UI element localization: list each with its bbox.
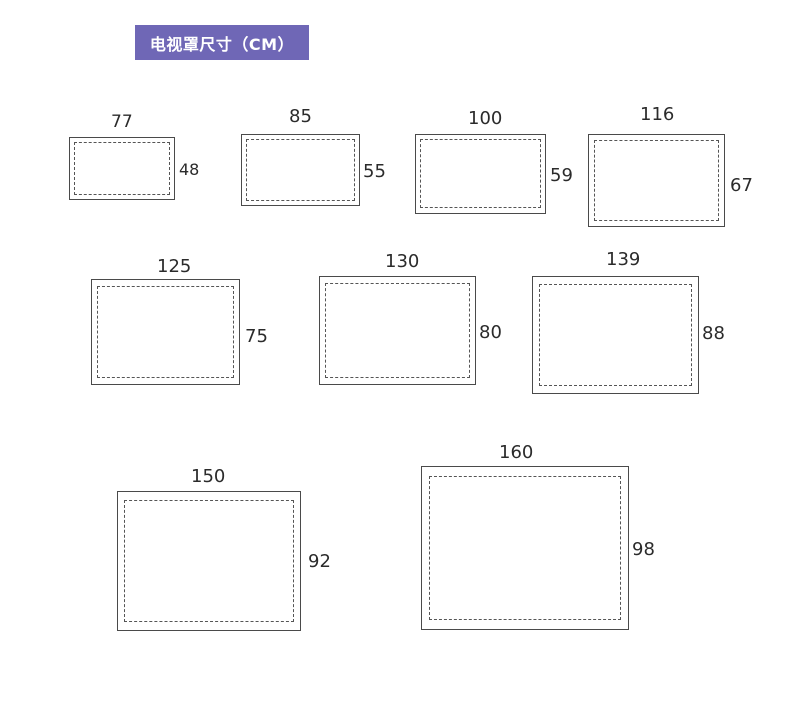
tv-cover-size-card [415, 134, 546, 214]
seam-outline [124, 500, 294, 622]
seam-outline [97, 286, 234, 378]
seam-outline [594, 140, 719, 221]
size-width-label: 116 [640, 104, 675, 125]
tv-cover-size-card [421, 466, 629, 630]
size-height-label: 59 [550, 165, 573, 186]
size-width-label: 139 [606, 249, 641, 270]
size-width-label: 160 [499, 442, 534, 463]
size-width-label: 77 [111, 112, 133, 132]
size-height-label: 92 [308, 551, 331, 572]
tv-cover-size-card [241, 134, 360, 206]
tv-cover-size-card [69, 137, 175, 200]
seam-outline [325, 283, 470, 378]
tv-cover-size-card [319, 276, 476, 385]
seam-outline [420, 139, 541, 208]
size-height-label: 67 [730, 175, 753, 196]
size-width-label: 150 [191, 466, 226, 487]
size-width-label: 100 [468, 108, 503, 129]
page-title: 电视罩尺寸（CM） [135, 25, 309, 60]
size-height-label: 80 [479, 322, 502, 343]
size-height-label: 98 [632, 539, 655, 560]
tv-cover-size-card [117, 491, 301, 631]
seam-outline [74, 142, 170, 195]
seam-outline [246, 139, 355, 201]
size-width-label: 125 [157, 256, 192, 277]
size-width-label: 85 [289, 106, 312, 127]
size-width-label: 130 [385, 251, 420, 272]
seam-outline [429, 476, 621, 620]
tv-cover-size-card [91, 279, 240, 385]
size-height-label: 48 [179, 160, 200, 179]
seam-outline [539, 284, 692, 386]
size-height-label: 88 [702, 323, 725, 344]
size-height-label: 55 [363, 161, 386, 182]
size-height-label: 75 [245, 326, 268, 347]
tv-cover-size-card [532, 276, 699, 394]
tv-cover-size-card [588, 134, 725, 227]
